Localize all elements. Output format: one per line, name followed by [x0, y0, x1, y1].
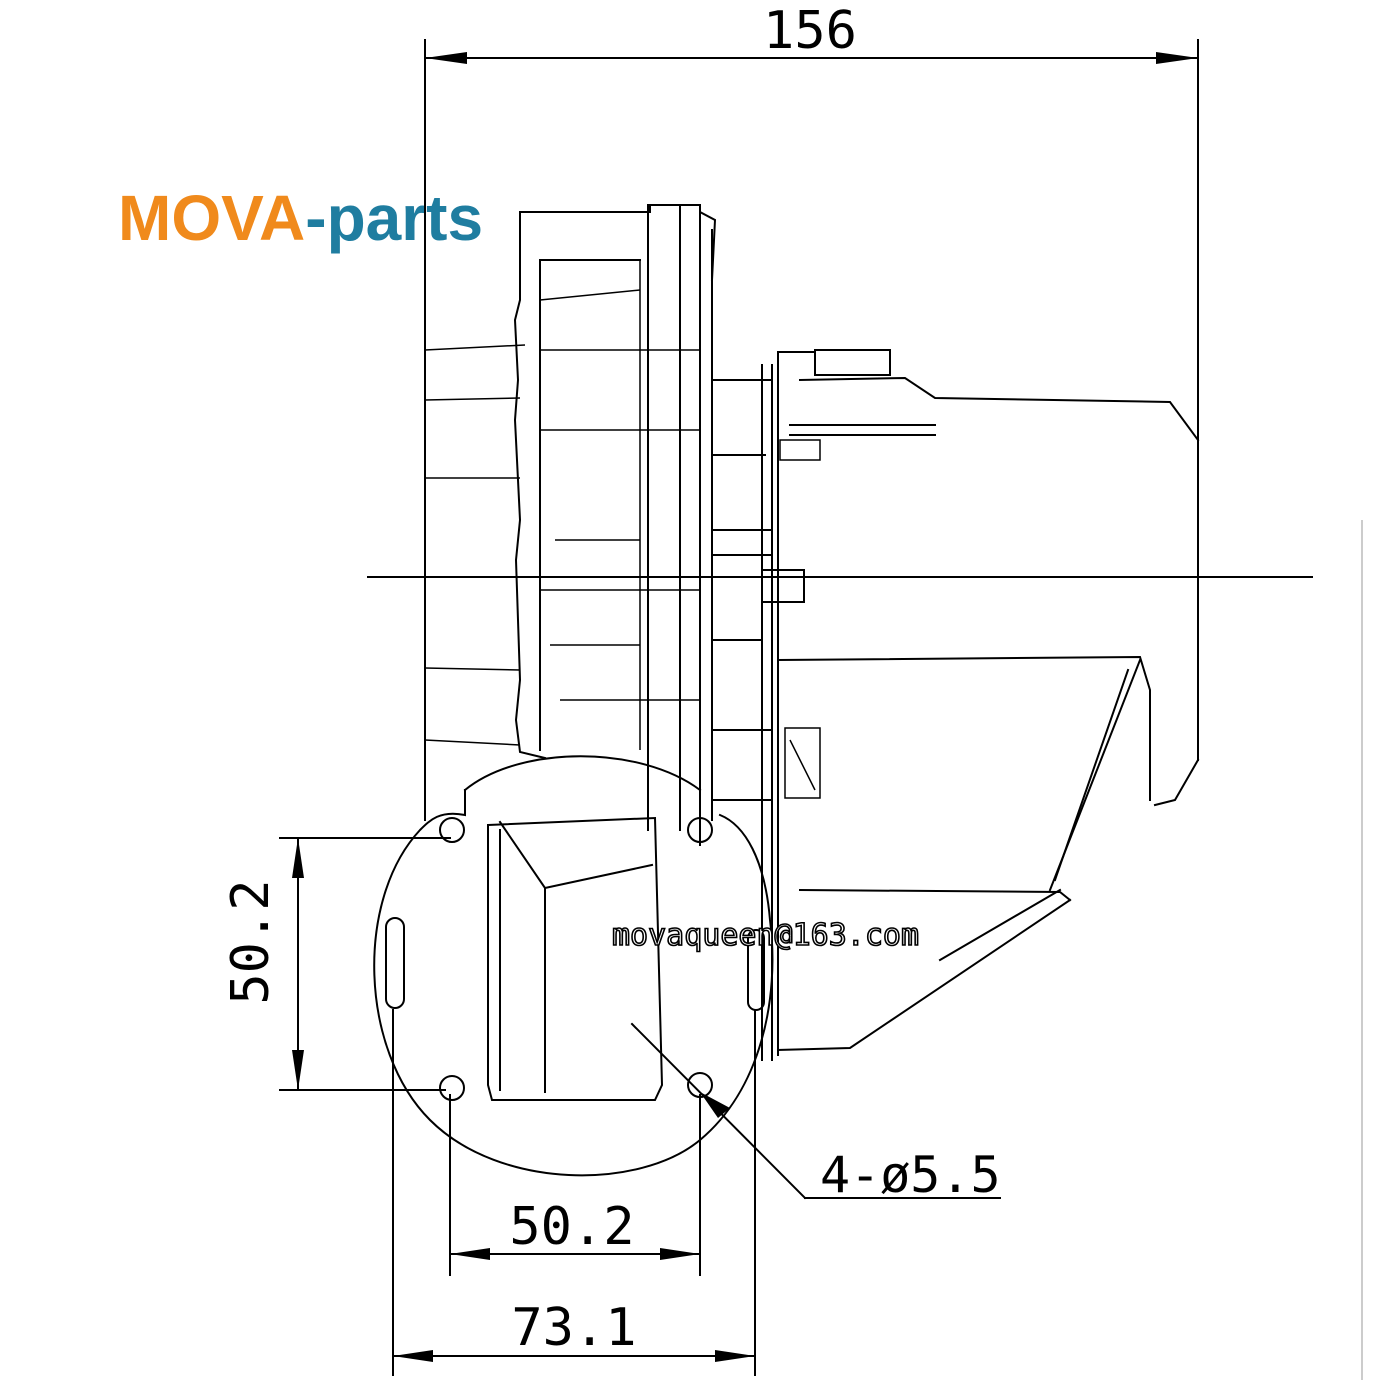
blower-housing [424, 204, 805, 1061]
hole-callout: 4-ø5.5 [630, 1022, 1001, 1204]
dimension-overall-width: 156 [424, 1, 1199, 821]
dimension-flange-width: 73.1 [392, 1009, 756, 1376]
mounting-flange [373, 755, 774, 1177]
dimension-50-2-horizontal-label: 50.2 [509, 1197, 634, 1257]
dimension-156-label: 156 [763, 1, 857, 61]
outlet-duct [776, 349, 1200, 1052]
dimension-hole-spacing: 50.2 [449, 1094, 701, 1276]
dimension-73-1-label: 73.1 [511, 1298, 636, 1358]
svg-text:MOVA-parts: MOVA-parts [118, 182, 483, 254]
watermark-email: movaqueen@163.com [612, 918, 919, 953]
dimension-flange-height: 50.2 [221, 837, 451, 1091]
logo: MOVA-parts [118, 182, 483, 254]
dimension-50-2-vertical-label: 50.2 [221, 879, 281, 1004]
logo-brand: MOVA [118, 182, 305, 254]
logo-suffix: -parts [305, 182, 483, 254]
hole-callout-label: 4-ø5.5 [820, 1146, 1001, 1204]
